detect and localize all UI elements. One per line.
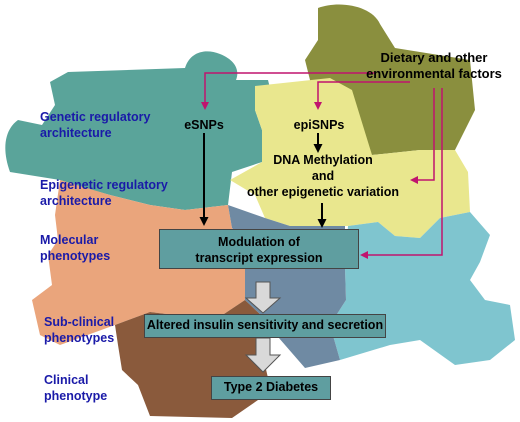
label-line: phenotype bbox=[44, 389, 108, 403]
label-epigenetic-regulatory-architecture: Epigenetic regulatory architecture bbox=[40, 177, 168, 209]
label-line: Clinical bbox=[44, 373, 89, 387]
label-molecular-phenotypes: Molecular phenotypes bbox=[40, 232, 110, 264]
label-genetic-regulatory-architecture: Genetic regulatory architecture bbox=[40, 109, 150, 141]
label-clinical-phenotype: Clinical phenotype bbox=[44, 372, 107, 404]
node-dna-methylation: DNA Methylation and other epigenetic var… bbox=[232, 152, 414, 200]
node-line: DNA Methylation bbox=[273, 153, 373, 167]
block-arrow-modulation-to-insulin bbox=[244, 281, 282, 314]
arrow-env-to-modulation bbox=[360, 88, 443, 259]
node-esnps: eSNPs bbox=[184, 118, 224, 132]
node-line: other epigenetic variation bbox=[246, 185, 400, 199]
label-line: architecture bbox=[40, 194, 112, 208]
node-line: and bbox=[311, 169, 335, 183]
label-line: phenotypes bbox=[44, 331, 115, 345]
label-line: phenotypes bbox=[40, 249, 111, 263]
box-modulation-transcript-expression: Modulation of transcript expression bbox=[159, 229, 359, 269]
label-line: Epigenetic regulatory bbox=[40, 178, 168, 192]
box-type-2-diabetes: Type 2 Diabetes bbox=[211, 376, 331, 400]
box-altered-insulin: Altered insulin sensitivity and secretio… bbox=[144, 314, 386, 338]
label-line: Sub-clinical bbox=[44, 315, 115, 329]
arrow-env-to-esnps bbox=[201, 72, 375, 110]
node-line: environmental factors bbox=[366, 66, 502, 81]
node-episnps: epiSNPs bbox=[293, 118, 345, 132]
node-line: Dietary and other bbox=[380, 50, 488, 65]
label-line: Genetic regulatory bbox=[40, 110, 151, 124]
label-sub-clinical-phenotypes: Sub-clinical phenotypes bbox=[44, 314, 114, 346]
arrow-env-to-episnps bbox=[314, 81, 410, 110]
label-line: Molecular bbox=[40, 233, 99, 247]
puzzle-piece-yellow bbox=[230, 78, 470, 238]
block-arrow-insulin-to-diabetes bbox=[244, 337, 282, 373]
node-environmental-factors: Dietary and other environmental factors bbox=[352, 50, 516, 82]
box-line: Modulation of bbox=[218, 235, 300, 249]
puzzle-piece-peach bbox=[32, 180, 245, 345]
box-line: transcript expression bbox=[195, 251, 323, 265]
arrow-env-to-methylation bbox=[410, 88, 435, 184]
label-line: architecture bbox=[40, 126, 112, 140]
